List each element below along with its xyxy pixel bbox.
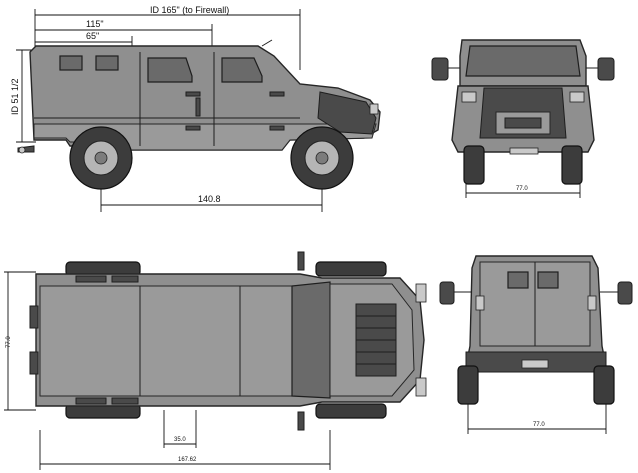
rear-hitch [521,359,549,369]
top-right-step-front [111,397,139,405]
side-antenna [261,39,273,47]
front-left-mirror [431,57,449,81]
side-wheelbase-label: 140.8 [198,194,221,204]
top-left-step-rear [75,275,107,283]
side-door-hinge-4 [269,125,285,131]
side-door-hinge-2 [185,125,201,131]
side-rear-window-2 [95,55,119,71]
side-front-wheel [290,126,354,190]
side-view: ID 165" (to Firewall) 115" 65" ID 51 1/2… [10,5,381,212]
front-right-mirror [597,57,615,81]
side-door-hinge-3 [269,91,285,97]
front-winch [504,117,542,129]
rear-view: 77.0 [439,255,633,434]
front-right-tire [561,145,583,185]
front-plate [509,147,539,155]
side-height-label: ID 51 1/2 [10,78,20,115]
side-overall-length-label: ID 165" (to Firewall) [150,5,229,15]
rear-window-left [507,271,529,289]
side-headlight [369,103,379,115]
top-length-label: 167.62 [178,457,197,463]
rear-right-light [587,295,597,311]
front-left-headlight [461,91,477,103]
side-rear-wheel [69,126,133,190]
top-rear-bumper-left [29,305,39,329]
side-tow-ring [18,146,26,154]
side-door-hinge-1 [185,91,201,97]
top-front-right-tire [315,403,387,419]
rear-right-mirror [617,281,633,305]
side-front-door-window [147,57,193,83]
top-rear-bumper-right [29,351,39,375]
top-windshield [291,281,331,399]
top-right-mirror [297,411,305,431]
front-view: 77.0 [431,39,615,198]
top-dimension-lines [4,271,331,470]
front-right-headlight [569,91,585,103]
rear-left-tire [457,365,479,405]
side-front-grille [317,91,377,135]
front-windshield [465,45,581,77]
front-width-label: 77.0 [516,186,528,192]
side-cab-window [221,57,263,83]
top-left-step-front [111,275,139,283]
top-track-label: 35.0 [174,437,186,443]
rear-dimension-lines [467,400,607,434]
side-upper-length-label: 115" [86,19,104,29]
top-roof [39,285,293,397]
side-roof-length-label: 65" [86,31,99,41]
top-right-step-rear [75,397,107,405]
rear-left-light [475,295,485,311]
side-door-seams [139,52,215,146]
top-left-light [415,283,427,303]
rear-width-label: 77.0 [533,422,545,428]
front-left-tire [463,145,485,185]
side-rear-window-1 [59,55,83,71]
top-front-left-tire [315,261,387,277]
top-width-label: 77.0 [6,336,12,348]
rear-right-tire [593,365,615,405]
top-view: 77.0 35.0 167.62 [4,251,427,470]
top-left-mirror [297,251,305,271]
top-right-light [415,377,427,397]
side-door-handle [195,97,201,117]
side-dimension-lines [16,9,323,212]
rear-left-mirror [439,281,455,305]
rear-window-right [537,271,559,289]
